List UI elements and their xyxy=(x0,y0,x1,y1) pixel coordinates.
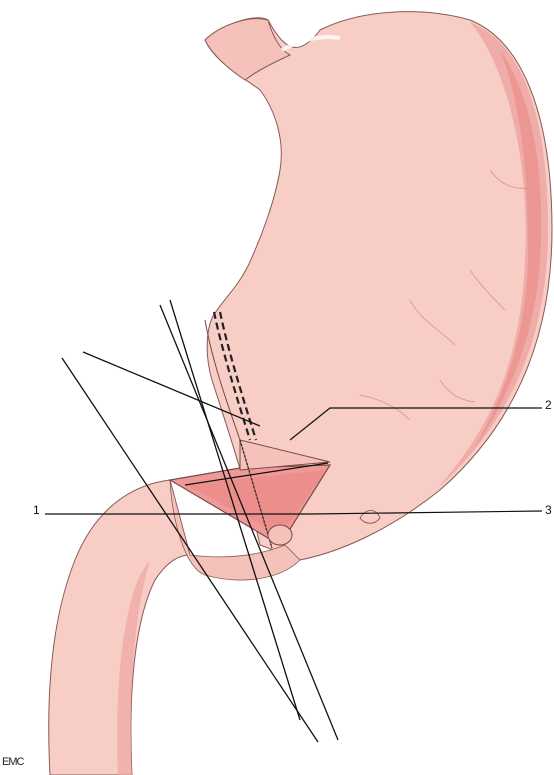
pylorus-ring xyxy=(268,525,292,545)
label-1: 1 xyxy=(33,504,40,516)
label-2: 2 xyxy=(545,399,552,411)
publisher-credit: EMC xyxy=(2,756,23,768)
highlight xyxy=(255,100,264,175)
label-3: 3 xyxy=(545,504,552,516)
